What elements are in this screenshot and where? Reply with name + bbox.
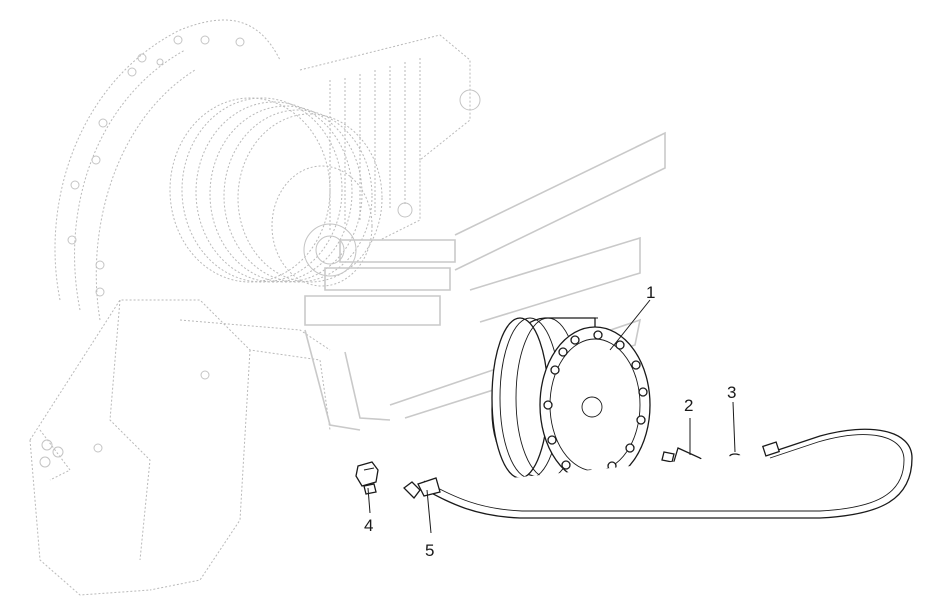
hose-line xyxy=(419,428,913,519)
leader-4 xyxy=(367,487,371,514)
leader-5 xyxy=(426,489,432,534)
callout-4: 4 xyxy=(364,516,373,535)
ghost-housing-bolts xyxy=(67,35,245,297)
ghost-mount-bracket xyxy=(29,299,331,596)
callout-3: 3 xyxy=(727,383,736,402)
part-1-hub-motor xyxy=(491,317,651,484)
part-4-union-fitting xyxy=(355,461,379,495)
ghost-generator-fins xyxy=(169,97,383,287)
ghost-flywheel-housing xyxy=(54,19,281,301)
ghost-radiator xyxy=(299,34,481,241)
callout-2: 2 xyxy=(684,396,693,415)
callout-labels: 1 2 3 4 5 xyxy=(364,283,736,560)
ghost-engine-assembly xyxy=(29,19,481,596)
callout-1: 1 xyxy=(646,283,655,302)
leader-3 xyxy=(732,401,736,453)
callout-5: 5 xyxy=(425,541,434,560)
leader-lines xyxy=(367,299,736,534)
leader-1 xyxy=(609,299,651,351)
part-5-elbow-hose-end xyxy=(403,477,441,499)
